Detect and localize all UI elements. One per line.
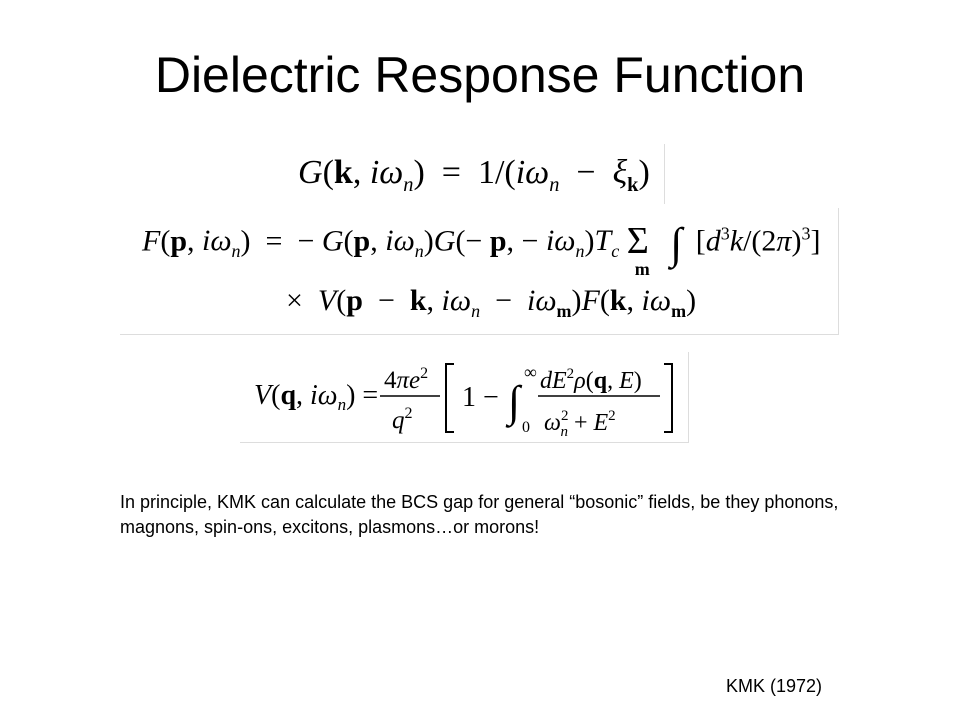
svg-text:dE2ρ(q, E): dE2ρ(q, E) [540, 366, 642, 394]
equation-anomalous-line-2: × V(p − k, iωn − iωm)F(k, iωm) [286, 284, 697, 321]
svg-text:∫: ∫ [505, 377, 523, 428]
equation-interaction: V(q, iωn) = 4πe2 q2 1 − ∫ ∞ 0 dE2ρ(q, E)… [240, 352, 689, 443]
equation-green-function-render: G(k, iωn) = 1/(iωn − ξk) [298, 154, 650, 196]
integral-symbol: ∫ [670, 219, 683, 268]
slide-body-text: In principle, KMK can calculate the BCS … [120, 492, 839, 538]
svg-text:q2: q2 [392, 405, 413, 434]
citation-credit: KMK (1972) [726, 676, 823, 696]
slide-title: Dielectric Response Function [154, 47, 806, 103]
svg-text:ω2n + E2: ω2n + E2 [544, 408, 616, 440]
equation-interaction-render: V(q, iωn) = 4πe2 q2 1 − ∫ ∞ 0 dE2ρ(q, E)… [254, 362, 673, 440]
svg-text:V(q, iωn) =: V(q, iωn) = [254, 380, 378, 414]
svg-text:1 −: 1 − [462, 382, 499, 413]
equation-anomalous-line-1: F(p, iωn) = − G(p, iωn)G(− p, − iωn)Tc Σ… [142, 219, 821, 279]
equation-green-function: G(k, iωn) = 1/(iωn − ξk) [284, 144, 665, 204]
svg-text:∞: ∞ [524, 362, 537, 382]
svg-text:0: 0 [522, 419, 530, 436]
svg-text:4πe2: 4πe2 [384, 365, 428, 394]
equation-anomalous-propagator: F(p, iωn) = − G(p, iωn)G(− p, − iωn)Tc Σ… [120, 208, 839, 335]
